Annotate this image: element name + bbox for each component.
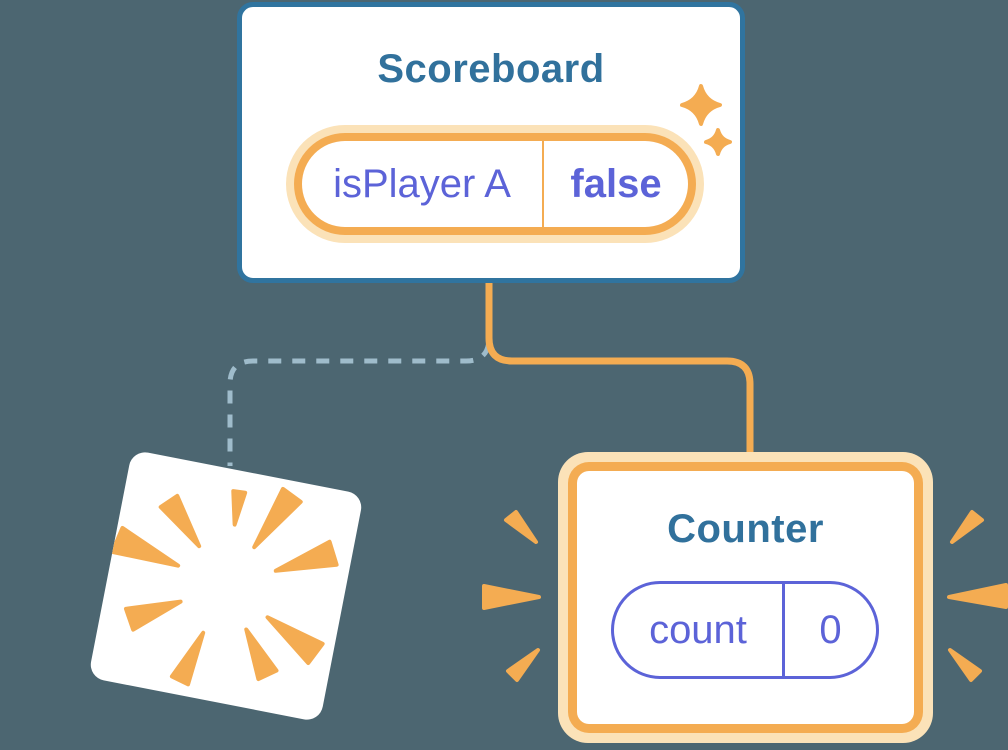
emphasis-wedge xyxy=(506,648,540,682)
pill-divider xyxy=(782,581,785,679)
active-connector-line xyxy=(485,282,754,456)
emphasis-wedge xyxy=(950,510,984,544)
scoreboard-state-pill: isPlayer A false xyxy=(302,137,688,231)
emphasis-wedge xyxy=(504,510,538,544)
dashed-connector-line xyxy=(227,296,492,466)
emphasis-wedge xyxy=(947,583,1008,609)
scoreboard-title: Scoreboard xyxy=(377,47,605,91)
state-label: count xyxy=(649,607,747,652)
emphasis-wedge xyxy=(948,648,982,682)
state-value: false xyxy=(570,161,662,206)
pill-divider xyxy=(542,137,544,231)
counter-component-card: Counter count 0 xyxy=(577,471,914,724)
counter-state-pill: count 0 xyxy=(611,581,879,679)
state-value: 0 xyxy=(819,607,842,652)
emphasis-wedge xyxy=(482,584,541,610)
burst-icon xyxy=(110,486,339,687)
scoreboard-component-card: Scoreboard isPlayer A false xyxy=(237,2,745,283)
counter-title: Counter xyxy=(667,507,824,551)
state-label: isPlayer A xyxy=(333,161,511,206)
destroyed-component-card xyxy=(88,449,364,723)
